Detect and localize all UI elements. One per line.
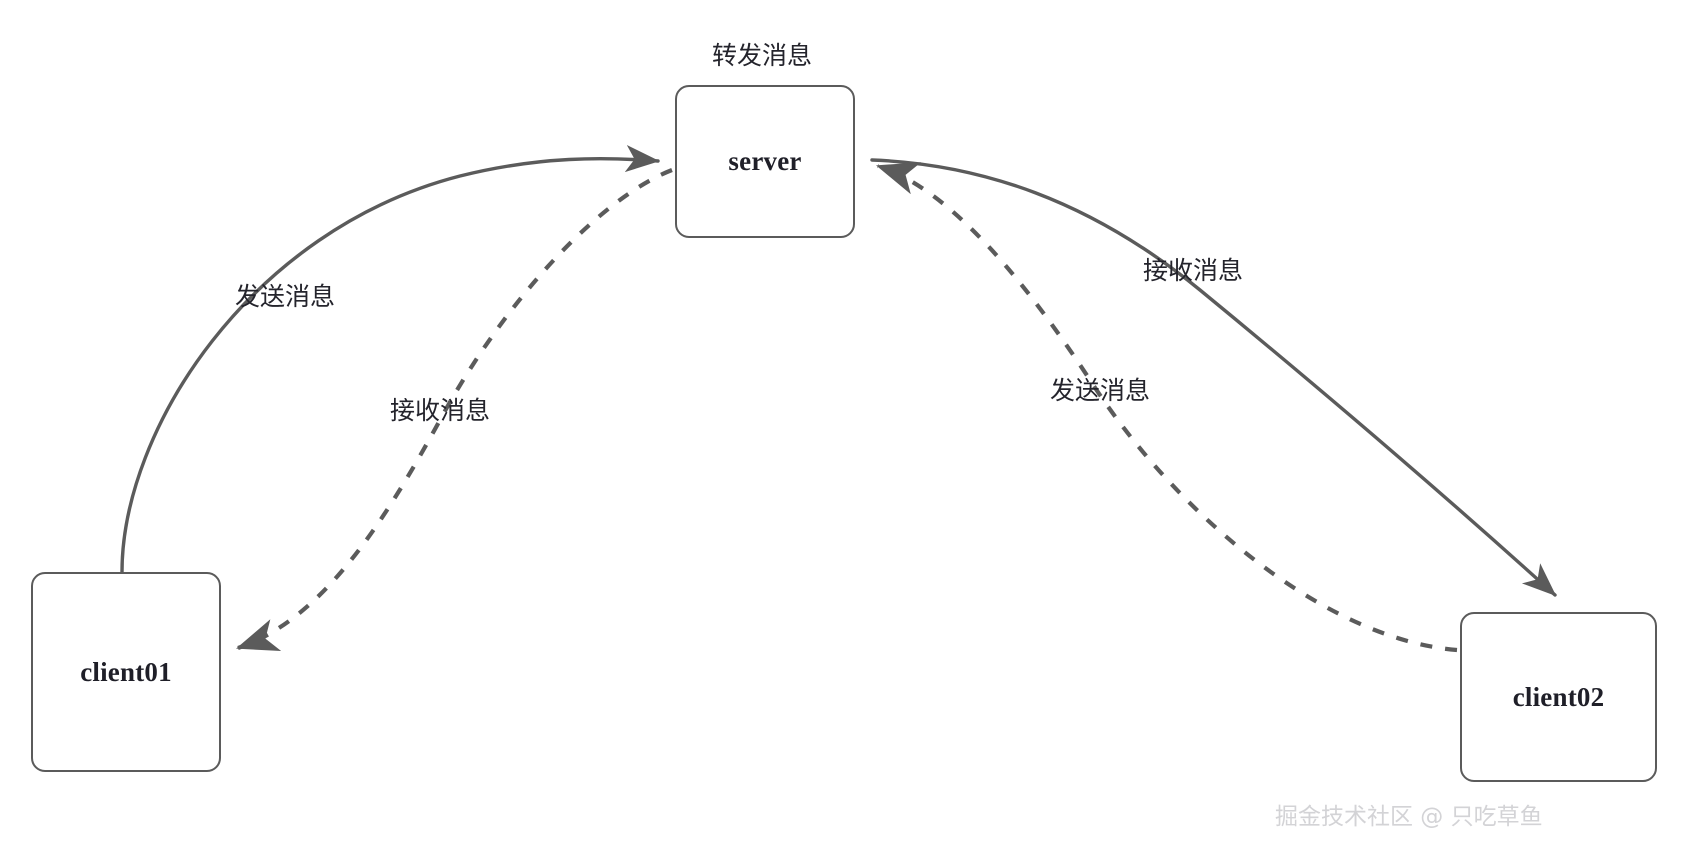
- edge-client01-to-server: [120, 145, 660, 574]
- node-client01-label: client01: [80, 656, 172, 687]
- edge-label-client01-to-server: 发送消息: [235, 282, 336, 311]
- node-client01[interactable]: client01: [31, 572, 221, 772]
- node-client02-label: client02: [1512, 681, 1605, 712]
- edge-server-to-client01: [236, 168, 673, 651]
- server-title-label: 转发消息: [712, 41, 813, 70]
- edge-label-client02-to-server: 发送消息: [1050, 376, 1151, 405]
- node-client02[interactable]: client02: [1460, 612, 1657, 782]
- edge-label-server-to-client02: 接收消息: [1143, 256, 1244, 285]
- node-server[interactable]: server: [675, 85, 855, 238]
- edge-client02-to-server: [876, 162, 1458, 653]
- edge-server-to-client02: [870, 158, 1557, 597]
- node-server-label: server: [728, 146, 802, 176]
- watermark-text: 掘金技术社区 @ 只吃草鱼: [1275, 804, 1543, 830]
- edge-label-server-to-client01: 接收消息: [390, 396, 491, 425]
